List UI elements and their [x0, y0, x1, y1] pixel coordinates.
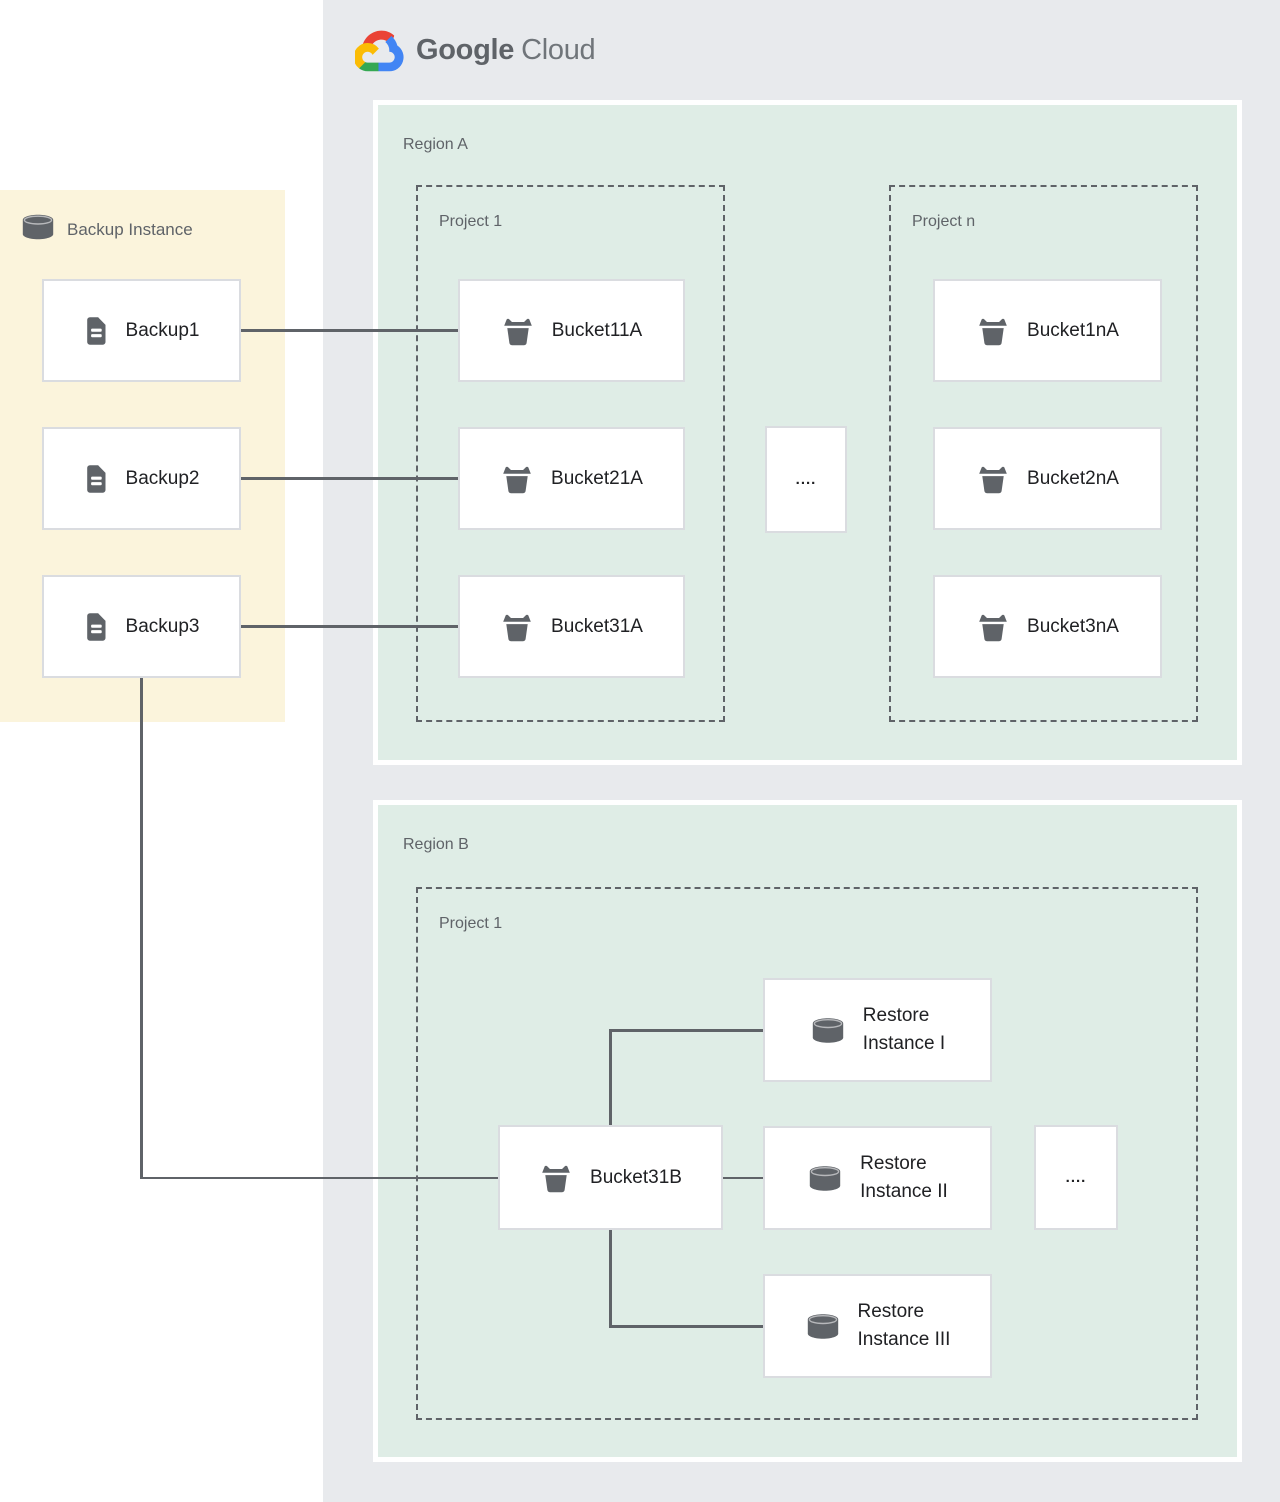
bucket21a-label: Bucket21A [551, 467, 643, 489]
bucket1na-label: Bucket1nA [1027, 319, 1119, 341]
backup3-label: Backup3 [125, 615, 200, 637]
backup-instance-title: Backup Instance [67, 219, 193, 239]
connector-backup3-bucket31b-horizontal [140, 1176, 498, 1179]
backup1-node: Backup1 [42, 279, 241, 382]
bucket1na-node: Bucket1nA [933, 279, 1162, 382]
connector-bucket31b-restore3-horizontal [609, 1325, 763, 1328]
connector-bucket31b-restore1-vertical [609, 1029, 612, 1125]
bucket2na-label: Bucket2nA [1027, 467, 1119, 489]
bucket3na-node: Bucket3nA [933, 575, 1162, 678]
project-1-region-b: Project 1 [416, 887, 1198, 1420]
database-icon [807, 1165, 843, 1192]
backup2-label: Backup2 [125, 467, 200, 489]
project-na-label: Project n [912, 213, 976, 230]
project-1b-label: Project 1 [439, 915, 503, 932]
more-restore-instances-ellipsis: .... [1034, 1125, 1118, 1230]
region-b-label: Region B [403, 836, 469, 853]
bucket11a-label: Bucket11A [551, 319, 643, 341]
bucket31b-label: Bucket31B [590, 1166, 682, 1188]
backup2-node: Backup2 [42, 427, 241, 530]
project-1a-label: Project 1 [439, 213, 503, 230]
bucket31a-label: Bucket31A [551, 615, 643, 637]
bucket-icon [500, 463, 534, 494]
connector-backup3-bucket31b-vertical [140, 678, 143, 1179]
region-a-label: Region A [403, 136, 468, 153]
logo-product: Cloud [521, 33, 596, 66]
connector-backup3-bucket31a [241, 625, 458, 628]
bucket3na-label: Bucket3nA [1027, 615, 1119, 637]
document-icon [84, 463, 109, 494]
google-cloud-icon [355, 28, 405, 72]
connector-bucket31b-restore2 [723, 1176, 763, 1179]
document-icon [84, 315, 109, 346]
bucket11a-node: Bucket11A [458, 279, 685, 382]
bucket-icon [539, 1162, 573, 1193]
project-1-region-a: Project 1 [416, 185, 725, 722]
connector-bucket31b-restore3-vertical [609, 1230, 612, 1327]
connector-backup2-bucket21a [241, 477, 458, 480]
backup3-node: Backup3 [42, 575, 241, 678]
bucket31b-node: Bucket31B [498, 1125, 723, 1230]
bucket-icon [501, 315, 535, 346]
backup-instance-header: Backup Instance [20, 214, 193, 245]
database-icon [805, 1313, 841, 1340]
backup1-label: Backup1 [125, 319, 200, 341]
bucket31a-node: Bucket31A [458, 575, 685, 678]
bucket-icon [976, 463, 1010, 494]
bucket-icon [976, 315, 1010, 346]
connector-backup1-bucket11a [241, 329, 458, 332]
ellipsis-label: .... [795, 471, 817, 488]
connector-bucket31b-restore1-horizontal [609, 1029, 763, 1032]
more-projects-ellipsis: .... [765, 426, 847, 533]
bucket-icon [500, 611, 534, 642]
ellipsis-label: .... [1065, 1169, 1087, 1186]
project-n-region-a: Project n [889, 185, 1198, 722]
bucket2na-node: Bucket2nA [933, 427, 1162, 530]
database-icon [20, 214, 56, 245]
bucket-icon [976, 611, 1010, 642]
bucket21a-node: Bucket21A [458, 427, 685, 530]
logo-brand: Google [416, 33, 515, 66]
document-icon [84, 611, 109, 642]
database-icon [810, 1017, 846, 1044]
